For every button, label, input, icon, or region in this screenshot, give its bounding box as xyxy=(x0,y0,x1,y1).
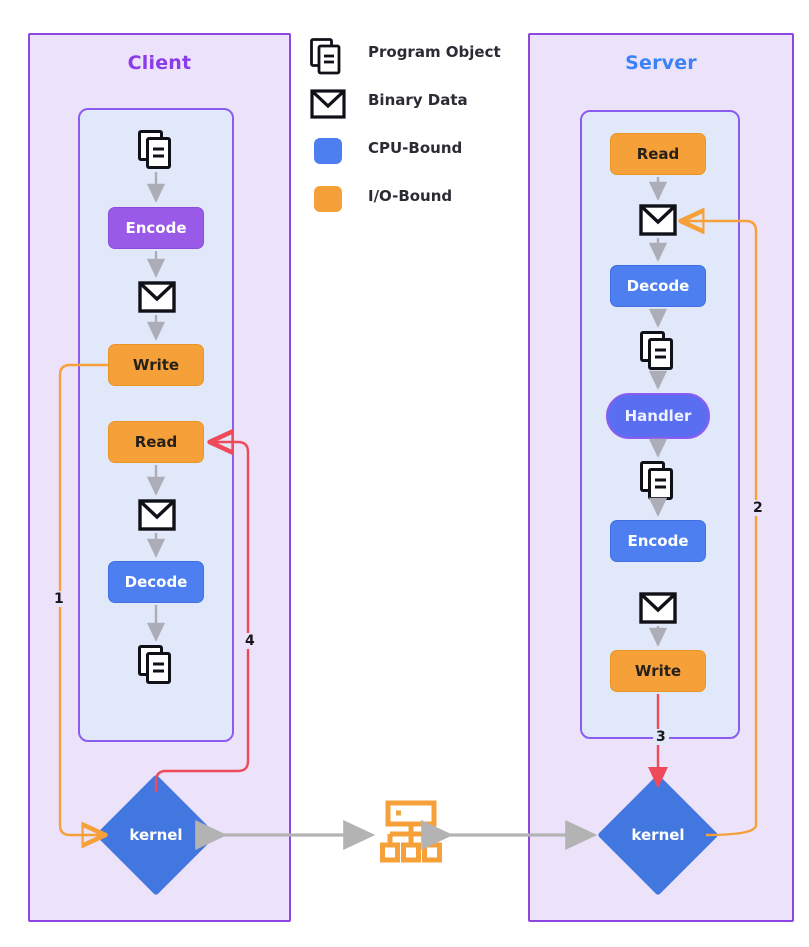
client-read-label: Read xyxy=(134,433,178,451)
client-write-label: Write xyxy=(132,356,180,374)
client-encode-label: Encode xyxy=(125,219,187,237)
legend-label-cpu-bound: CPU-Bound xyxy=(368,139,463,157)
server-panel-title: Server xyxy=(625,52,697,74)
server-binary-data-icon-out xyxy=(639,592,677,624)
client-binary-data-icon-out xyxy=(138,281,176,313)
network-switch-icon xyxy=(380,800,442,866)
flow-label-4: 4 xyxy=(243,633,257,649)
server-read-node[interactable]: Read xyxy=(610,133,706,175)
client-decode-node[interactable]: Decode xyxy=(108,561,204,603)
server-kernel-node[interactable]: kernel xyxy=(597,774,719,896)
server-binary-data-icon-in xyxy=(639,204,677,236)
server-read-label: Read xyxy=(636,145,680,163)
client-write-node[interactable]: Write xyxy=(108,344,204,386)
server-kernel-label: kernel xyxy=(631,826,685,844)
cpu-bound-swatch xyxy=(314,138,342,164)
flow-label-3: 3 xyxy=(653,729,669,745)
server-decode-node[interactable]: Decode xyxy=(610,265,706,307)
client-decode-label: Decode xyxy=(124,573,188,591)
client-program-object-icon-bottom xyxy=(138,645,174,685)
flow-label-1: 1 xyxy=(52,591,66,607)
legend-label-io-bound: I/O-Bound xyxy=(368,187,453,205)
client-binary-data-icon-in xyxy=(138,499,176,531)
server-encode-label: Encode xyxy=(627,532,689,550)
client-encode-node[interactable]: Encode xyxy=(108,207,204,249)
client-kernel-label: kernel xyxy=(129,826,183,844)
server-decode-label: Decode xyxy=(626,277,690,295)
program-object-icon xyxy=(310,38,344,75)
legend-label-binary-data: Binary Data xyxy=(368,91,468,109)
legend-label-program-object: Program Object xyxy=(368,43,501,61)
client-panel-title: Client xyxy=(127,52,192,74)
server-encode-node[interactable]: Encode xyxy=(610,520,706,562)
client-read-node[interactable]: Read xyxy=(108,421,204,463)
server-program-object-icon-response xyxy=(640,461,676,501)
server-handler-label: Handler xyxy=(624,407,692,425)
io-bound-swatch xyxy=(314,186,342,212)
binary-data-icon xyxy=(310,89,346,123)
server-write-label: Write xyxy=(634,662,682,680)
client-kernel-node[interactable]: kernel xyxy=(95,774,217,896)
server-program-object-icon-request xyxy=(640,331,676,371)
client-program-object-icon-top xyxy=(138,130,174,170)
server-handler-node[interactable]: Handler xyxy=(606,393,710,439)
flow-label-2: 2 xyxy=(751,500,765,516)
server-write-node[interactable]: Write xyxy=(610,650,706,692)
